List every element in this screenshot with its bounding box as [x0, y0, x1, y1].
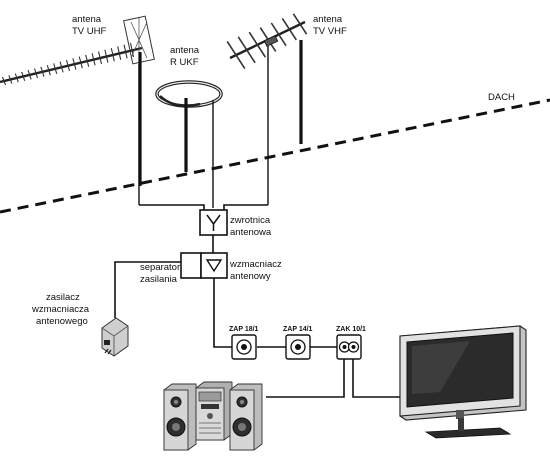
socket1-label: ZAP 18/1	[229, 326, 259, 333]
uhf-director-element	[14, 73, 19, 83]
socket-to-hifi-cable	[266, 359, 345, 398]
uhf-director-element	[27, 70, 32, 80]
vhf-director-element	[292, 13, 308, 35]
psu-label-line2: wzmacniacza	[31, 304, 90, 315]
vhf-director-element	[248, 31, 267, 58]
uhf-director-element	[1, 76, 7, 86]
roof-line	[0, 98, 550, 214]
uhf-director-element	[85, 54, 90, 67]
separator-label-line2: zasilania	[140, 274, 178, 285]
uhf-director-element	[65, 59, 71, 72]
uhf-director-element	[53, 63, 58, 74]
ukf-antenna	[155, 80, 223, 208]
uhf-label-line2: TV UHF	[72, 26, 107, 37]
uhf-label-line1: antena	[72, 14, 102, 25]
amplifier-label-line1: wzmacniacz	[229, 259, 282, 270]
uhf-director-element	[110, 47, 115, 62]
vhf-label-line2: TV VHF	[313, 26, 347, 37]
combiner-label-line2: antenowa	[230, 227, 272, 238]
amp-to-sockets-cable	[213, 278, 232, 348]
antenna-amplifier	[200, 252, 228, 279]
flat-tv	[399, 325, 527, 439]
vhf-director-element	[237, 36, 256, 64]
uhf-director-element	[78, 56, 83, 69]
socket-zap-18-1	[231, 334, 257, 360]
uhf-director-element	[46, 64, 51, 76]
vhf-director-element	[270, 22, 287, 47]
psu-cable	[114, 261, 181, 318]
antenna-cables	[139, 204, 268, 211]
uhf-director-element	[8, 75, 13, 84]
uhf-director-element	[91, 53, 96, 66]
vhf-director-element	[281, 17, 297, 41]
uhf-director-element	[123, 44, 128, 59]
separator-label-line1: separator	[140, 262, 180, 273]
uhf-director-element	[129, 42, 135, 58]
roof-label: DACH	[488, 92, 515, 103]
combiner	[199, 209, 228, 236]
uhf-director-element	[21, 71, 26, 81]
socket-zap-14-1	[285, 334, 311, 360]
vhf-label-line1: antena	[313, 14, 343, 25]
uhf-director-element	[117, 46, 122, 60]
uhf-antenna	[0, 15, 155, 205]
power-separator	[180, 252, 202, 279]
uhf-director-element	[59, 61, 64, 73]
hifi-system	[163, 381, 263, 451]
psu-label-line3: antenowego	[36, 316, 88, 327]
uhf-director-element	[97, 51, 103, 65]
amplifier-power-supply	[101, 317, 129, 357]
uhf-director-element	[40, 66, 45, 77]
vhf-director-element	[226, 40, 246, 70]
uhf-director-element	[33, 68, 39, 79]
socket-to-tv-cable	[352, 359, 400, 398]
socket2-label: ZAP 14/1	[283, 326, 313, 333]
uhf-director-element	[72, 58, 77, 70]
amplifier-label-line2: antenowy	[230, 271, 271, 282]
ukf-label-line2: R UKF	[170, 57, 199, 68]
vhf-antenna	[226, 13, 308, 205]
combiner-label-line1: zwrotnica	[230, 215, 271, 226]
uhf-director-element	[104, 49, 109, 63]
socket-zak-10-1	[336, 334, 362, 360]
ukf-label-line1: antena	[170, 45, 200, 56]
psu-label-line1: zasilacz	[46, 292, 80, 303]
socket3-label: ZAK 10/1	[336, 326, 366, 333]
